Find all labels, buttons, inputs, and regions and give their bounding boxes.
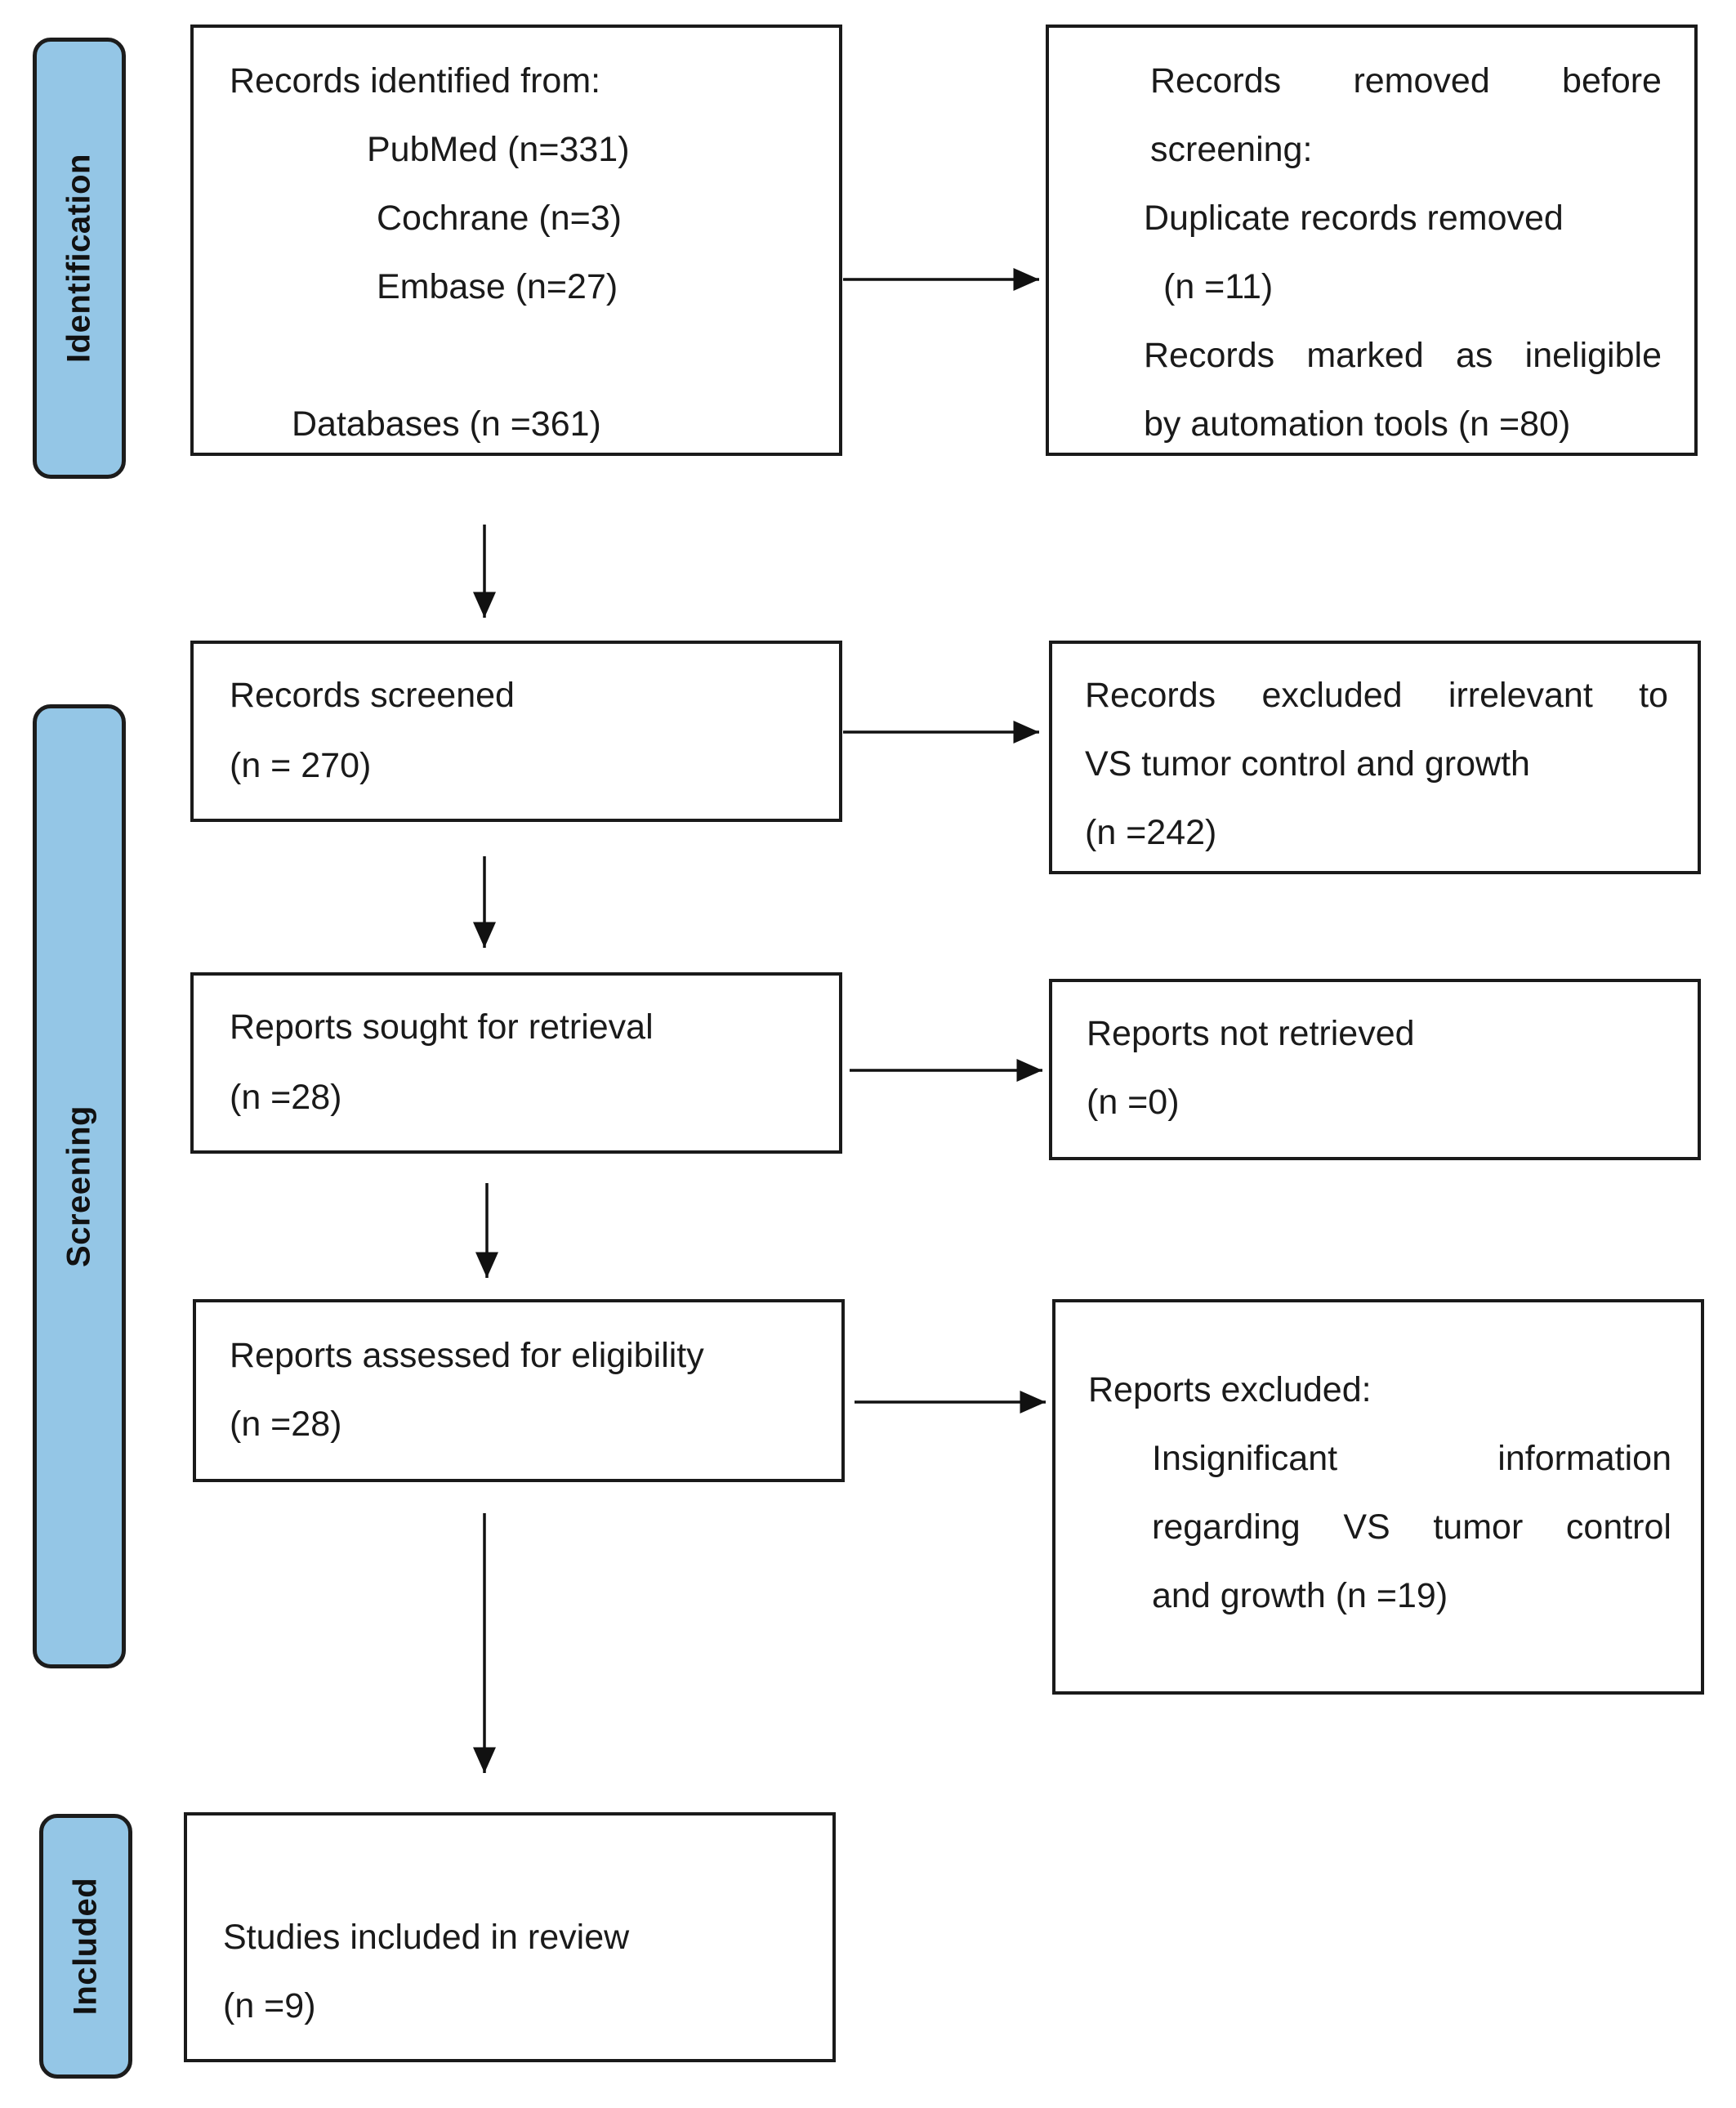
reports-excluded-line-2: regarding VS tumor control: [1152, 1507, 1671, 1547]
reports-excluded-heading: Reports excluded:: [1088, 1370, 1372, 1409]
included-phase-label: Included: [67, 1877, 104, 2016]
reports-excluded-line-1: Insignificant information: [1152, 1439, 1671, 1478]
included-phase-bar: Included: [39, 1814, 132, 2079]
records-removed-line-1: Records removed before: [1150, 61, 1662, 100]
screening-phase-bar: Screening: [33, 704, 126, 1668]
cochrane-count: Cochrane (n=3): [377, 199, 622, 238]
reports-excluded-box: Reports excluded: Insignificant informat…: [1052, 1299, 1704, 1695]
records-screened-count: (n = 270): [230, 746, 372, 785]
automation-tools-count: by automation tools (n =80): [1144, 404, 1571, 444]
databases-total: Databases (n =361): [292, 404, 601, 444]
records-excluded-line-1: Records excluded irrelevant to: [1085, 676, 1668, 715]
records-removed-box: Records removed before screening: Duplic…: [1046, 25, 1698, 456]
reports-not-retrieved-title: Reports not retrieved: [1087, 1014, 1415, 1053]
reports-sought-box: Reports sought for retrieval (n =28): [190, 972, 842, 1154]
reports-assessed-box: Reports assessed for eligibility (n =28): [193, 1299, 845, 1482]
records-excluded-box: Records excluded irrelevant to VS tumor …: [1049, 641, 1701, 874]
studies-included-title: Studies included in review: [223, 1918, 630, 1957]
reports-not-retrieved-box: Reports not retrieved (n =0): [1049, 979, 1701, 1160]
reports-sought-count: (n =28): [230, 1078, 342, 1117]
reports-not-retrieved-count: (n =0): [1087, 1083, 1180, 1122]
duplicate-records-count: (n =11): [1163, 267, 1274, 306]
identification-phase-bar: Identification: [33, 38, 126, 479]
records-screened-title: Records screened: [230, 676, 515, 715]
pubmed-count: PubMed (n=331): [367, 130, 630, 169]
records-marked-ineligible: Records marked as ineligible: [1144, 336, 1662, 375]
reports-sought-title: Reports sought for retrieval: [230, 1007, 654, 1047]
reports-assessed-count: (n =28): [230, 1405, 342, 1444]
identification-phase-label: Identification: [60, 154, 97, 363]
studies-included-box: Studies included in review (n =9): [184, 1812, 836, 2062]
studies-included-count: (n =9): [223, 1986, 316, 2025]
records-identified-heading: Records identified from:: [230, 61, 601, 100]
screening-phase-label: Screening: [60, 1105, 97, 1267]
reports-assessed-title: Reports assessed for eligibility: [230, 1336, 704, 1375]
records-excluded-line-2: VS tumor control and growth: [1085, 744, 1530, 784]
records-removed-line-2: screening:: [1150, 130, 1313, 169]
records-identified-box: Records identified from: PubMed (n=331) …: [190, 25, 842, 456]
records-excluded-count: (n =242): [1085, 813, 1217, 852]
embase-count: Embase (n=27): [377, 267, 618, 306]
reports-excluded-count: and growth (n =19): [1152, 1576, 1448, 1615]
duplicate-records-removed: Duplicate records removed: [1144, 199, 1564, 238]
records-screened-box: Records screened (n = 270): [190, 641, 842, 822]
